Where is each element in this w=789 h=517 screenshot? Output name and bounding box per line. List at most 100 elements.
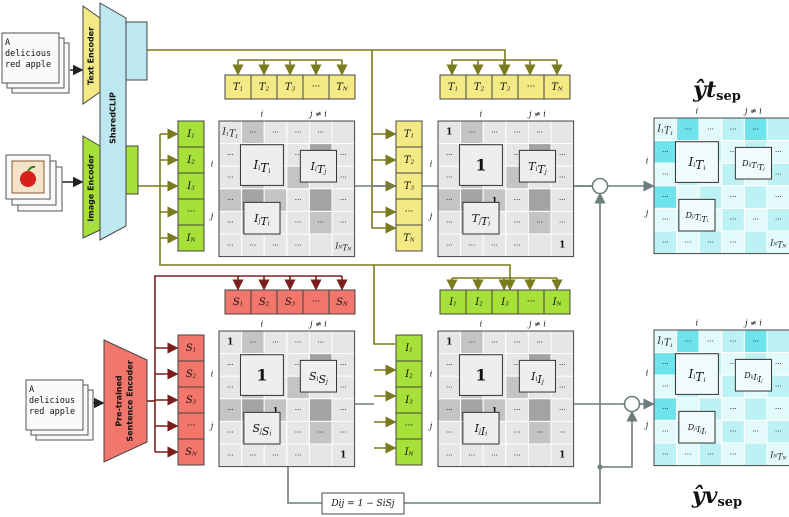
output-matrix-tsep: ········································… [644, 107, 789, 255]
connector [372, 49, 511, 76]
matrix-ij-cell-label: TiTj [528, 160, 547, 176]
vector-cell [177, 120, 205, 148]
matrix-one: 1 [273, 405, 279, 415]
matrix-diagonal-cell [674, 353, 719, 395]
matrix-ellipsis: ··· [730, 428, 737, 436]
vector-cell [465, 289, 493, 315]
matrix-ellipsis: ··· [250, 128, 257, 136]
matrix-ellipsis: ··· [752, 428, 759, 436]
vector-cell [302, 74, 330, 100]
matrix-ellipsis: ··· [227, 406, 234, 414]
matrix-cell [308, 233, 333, 258]
vector-ellipsis: ··· [405, 207, 414, 217]
matrix-ellipsis: ··· [340, 429, 347, 437]
matrix-ellipsis: ··· [317, 128, 324, 136]
input-text-line: A [29, 385, 34, 395]
matrix-top-left: 1 [227, 337, 233, 347]
matrix-ellipsis: ··· [514, 406, 521, 414]
vector-cell [328, 74, 356, 100]
matrix-ellipsis: ··· [491, 241, 498, 249]
matrix-ellipsis: ··· [250, 451, 257, 459]
matrix-cell [308, 188, 333, 212]
matrix-cell [527, 443, 552, 468]
card [25, 379, 84, 431]
input-text-line: red apple [29, 407, 75, 417]
matrix-top-left: I1T1 [656, 124, 673, 137]
axis-label-row-i: i [430, 369, 433, 378]
card [1, 32, 60, 84]
matrix-bottom-right: 1 [559, 240, 565, 250]
matrix-ellipsis: ··· [662, 171, 669, 179]
axis-label-row-j: j [209, 211, 214, 220]
vector-entry: T2 [474, 82, 485, 93]
matrix-ellipsis: ··· [707, 238, 714, 246]
axis-label-j-ne-i: j ≠ i [743, 319, 762, 328]
vector-entry: TN [403, 233, 415, 244]
vector-cell [177, 172, 205, 200]
matrix-ellipsis: ··· [559, 429, 566, 437]
matrix-ellipsis: ··· [775, 193, 782, 201]
matrix-ellipsis: ··· [340, 174, 347, 182]
matrix-ellipsis: ··· [446, 151, 453, 159]
matrix-ji-cell [678, 410, 716, 444]
matrix-ellipsis: ··· [317, 338, 324, 346]
matrix-cell [308, 443, 333, 468]
vector-entry: T2 [404, 155, 415, 166]
matrix-diagonal-cell [458, 354, 503, 396]
matrix-diagonal-cell-label: 1 [475, 366, 486, 385]
matrix-ellipsis: ··· [340, 406, 347, 414]
matrix-ellipsis: ··· [446, 219, 453, 227]
matrix-ji-cell-label: DjiTjTi [685, 211, 709, 224]
formula-box [321, 492, 405, 515]
matrix-top-left: 1 [446, 337, 452, 347]
matrix-cell [766, 329, 789, 354]
matrix-border [653, 117, 789, 255]
matrix-ellipsis: ··· [685, 450, 692, 458]
matrix-ij-cell-label: DijIiIj [743, 371, 763, 384]
vector-entry: I3 [500, 297, 509, 308]
matrix-top-left: I1T1 [656, 336, 673, 349]
matrix-ellipsis: ··· [227, 451, 234, 459]
matrix-ellipsis: ··· [514, 451, 521, 459]
matrix-top-left: 1 [446, 127, 452, 137]
axis-label-row-i: i [430, 159, 433, 168]
matrix-diagonal-cell [674, 141, 719, 183]
matrix-ellipsis: ··· [227, 219, 234, 227]
vector-entry: IN [552, 297, 562, 308]
matrix-ellipsis: ··· [295, 451, 302, 459]
matrix-ellipsis: ··· [317, 219, 324, 227]
connector [404, 192, 606, 504]
matrix-ji-cell [462, 201, 500, 235]
matrix-ellipsis: ··· [559, 174, 566, 182]
matrix-one: 1 [492, 195, 498, 205]
matrix-ellipsis: ··· [250, 241, 257, 249]
matrix-cell [743, 185, 768, 209]
matrix-ellipsis: ··· [536, 219, 543, 227]
input-text-line: delicious [29, 396, 75, 406]
matrix-cell [308, 398, 333, 422]
vector-entry: I1 [186, 129, 194, 140]
image-input [5, 154, 63, 212]
matrix-ellipsis: ··· [514, 338, 521, 346]
axis-label-j-ne-i: j ≠ i [527, 110, 546, 119]
matrix-cell [743, 442, 768, 467]
vector-entry: S1 [186, 343, 196, 354]
axis-label-i: i [480, 320, 483, 329]
output-label-vsep: ŷvsep [691, 483, 742, 510]
matrix-ellipsis: ··· [730, 337, 737, 345]
matrix-ellipsis: ··· [662, 405, 669, 413]
axis-label-i: i [480, 110, 483, 119]
vector-cell [328, 289, 356, 315]
axis-label-i: i [696, 319, 699, 328]
matrix-one: 1 [492, 405, 498, 415]
matrix-ellipsis: ··· [491, 338, 498, 346]
axis-label-row-j: j [644, 208, 649, 217]
vector-cell [276, 289, 304, 315]
matrix-ellipsis: ··· [662, 428, 669, 436]
vector-entry: T1 [233, 82, 243, 93]
image-encoder-out [125, 145, 139, 195]
matrix-ellipsis: ··· [730, 216, 737, 224]
input-text-line: A [5, 38, 10, 48]
matrix-ellipsis: ··· [446, 174, 453, 182]
